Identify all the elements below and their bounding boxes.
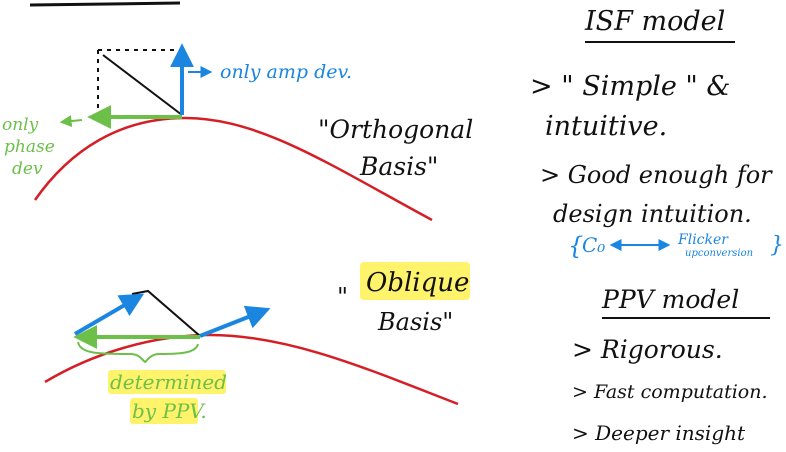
- amp-label: only amp dev.: [220, 61, 352, 83]
- phase-label-line2: phase: [4, 137, 55, 157]
- highlight-determined: [108, 370, 226, 394]
- ppv-bullet3: > Deeper insight: [572, 421, 746, 445]
- isf-model-title: ISF model: [584, 6, 725, 37]
- brace-right: }: [770, 233, 784, 258]
- ppv-bullet2: > Fast computation.: [572, 381, 768, 403]
- isf-bullet2-line2: design intuition.: [553, 200, 752, 228]
- ppv-bullet1: > Rigorous.: [572, 335, 723, 364]
- oblique-basis-line1: Oblique: [366, 268, 469, 298]
- oblique-basis-quote: ": [337, 283, 348, 311]
- determined-line1: determined: [110, 370, 227, 394]
- flicker-line2: upconversion: [685, 248, 753, 259]
- highlight-oblique: [360, 262, 470, 300]
- isf-bullet2-line1: > Good enough for: [540, 161, 773, 189]
- green-brace: [77, 341, 199, 364]
- determined-line2: by PPV.: [132, 399, 207, 423]
- flicker-line1: Flicker: [677, 232, 729, 248]
- resultant-vector-top: [102, 54, 183, 116]
- bottom-curve: [44, 333, 459, 406]
- brace-left: {: [568, 232, 583, 260]
- resultant-vector-bottom: [131, 289, 201, 337]
- phase-label-line1: only: [2, 115, 39, 135]
- isf-bullet1-line2: intuitive.: [545, 111, 667, 142]
- ppv-model-title: PPV model: [601, 285, 739, 314]
- orthogonal-basis-line1: "Orthogonal: [318, 115, 473, 144]
- phase-label-pointer: [59, 115, 83, 128]
- oblique-blue-arrow-right: [199, 305, 271, 338]
- oblique-blue-arrow-left: [73, 293, 145, 336]
- orthogonal-basis-line2: Basis": [359, 152, 438, 181]
- phase-label-line3: dev: [12, 159, 43, 179]
- c0-label: C₀: [582, 233, 605, 257]
- highlight-ppv: [130, 398, 198, 424]
- oblique-basis-line2: Basis": [377, 308, 453, 336]
- top-scribble: [29, 1, 181, 7]
- top-curve: [33, 116, 433, 222]
- isf-bullet1-line1: > " Simple " &: [530, 71, 730, 102]
